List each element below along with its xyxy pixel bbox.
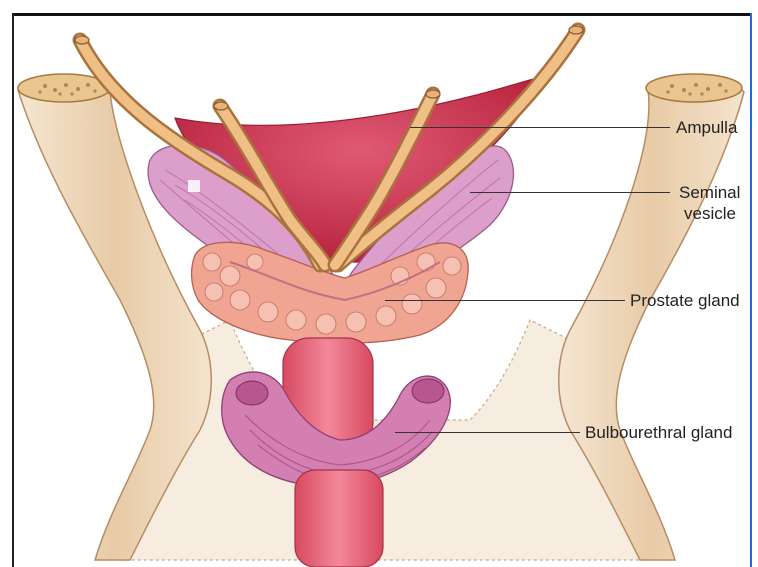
bulbourethral-gland-leader-line [395,432,580,433]
label-bulbourethral-gland: Bulbourethral gland [585,423,732,443]
label-seminal-vesicle-line1: Seminal [679,183,740,203]
urethra-lower [295,470,383,567]
ampulla-leader-line [410,127,670,128]
label-seminal-vesicle-line2: vesicle [684,204,736,224]
prostate-gland-leader-line [385,300,625,301]
seminal-vesicle-leader-line [470,192,670,193]
label-prostate-gland: Prostate gland [630,291,740,311]
label-ampulla: Ampulla [676,118,737,138]
